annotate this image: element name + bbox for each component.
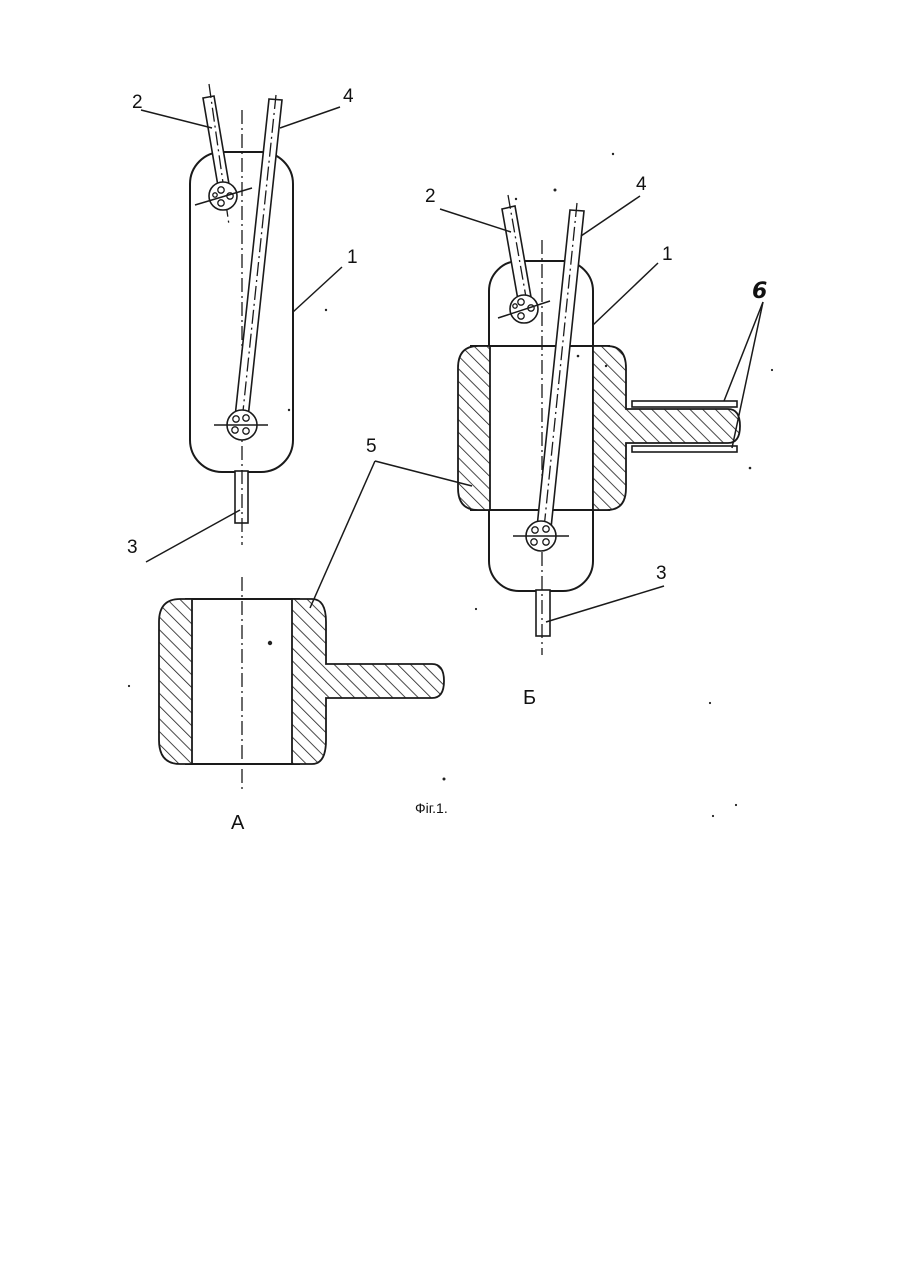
label-4-b: 4	[636, 174, 647, 195]
leader-line-3-a	[146, 510, 240, 562]
magnet-pole-right-a	[292, 599, 444, 764]
inlet-tube-2-b	[502, 206, 531, 300]
figure-caption: Фіг.1.	[415, 800, 448, 816]
view-a-magnet	[159, 461, 444, 790]
nozzle-head-lower-b	[513, 521, 569, 551]
leader-line-4-b	[581, 196, 640, 236]
label-2-a: 2	[132, 92, 143, 113]
label-1-b: 1	[662, 244, 673, 265]
leader-line-6-upper	[724, 302, 763, 401]
label-4-a: 4	[343, 86, 354, 107]
caption-view-b: Б	[523, 687, 536, 709]
caption-view-a: А	[231, 812, 245, 834]
leader-line-1-a	[293, 267, 342, 312]
leader-line-4-a	[280, 107, 340, 128]
label-2-b: 2	[425, 186, 436, 207]
leader-line-2-a	[141, 110, 212, 128]
leader-line-1-b	[593, 263, 658, 325]
inlet-tube-4-b	[537, 210, 584, 528]
label-5: 5	[366, 436, 377, 457]
magnet-pole-right-b	[593, 346, 740, 510]
view-b-assembly	[375, 195, 763, 655]
leader-line-2-b	[440, 209, 511, 232]
leader-line-5-a	[310, 461, 375, 608]
leader-line-6-lower	[732, 302, 763, 448]
scan-specks	[128, 153, 773, 817]
nozzle-head-lower-a	[214, 410, 268, 440]
outlet-tube-b	[536, 590, 550, 636]
label-1-a: 1	[347, 247, 358, 268]
magnet-pole-left-a	[159, 599, 192, 764]
nozzle-head-upper-a	[195, 182, 252, 210]
label-3-b: 3	[656, 563, 667, 584]
view-a-vessel	[141, 84, 342, 562]
plate-6-upper	[632, 401, 737, 407]
plate-6-lower	[632, 446, 737, 452]
magnet-pole-left-b	[458, 346, 490, 510]
inlet-tube-2-a	[203, 96, 230, 192]
label-3-a: 3	[127, 537, 138, 558]
label-6: 6	[752, 279, 767, 304]
